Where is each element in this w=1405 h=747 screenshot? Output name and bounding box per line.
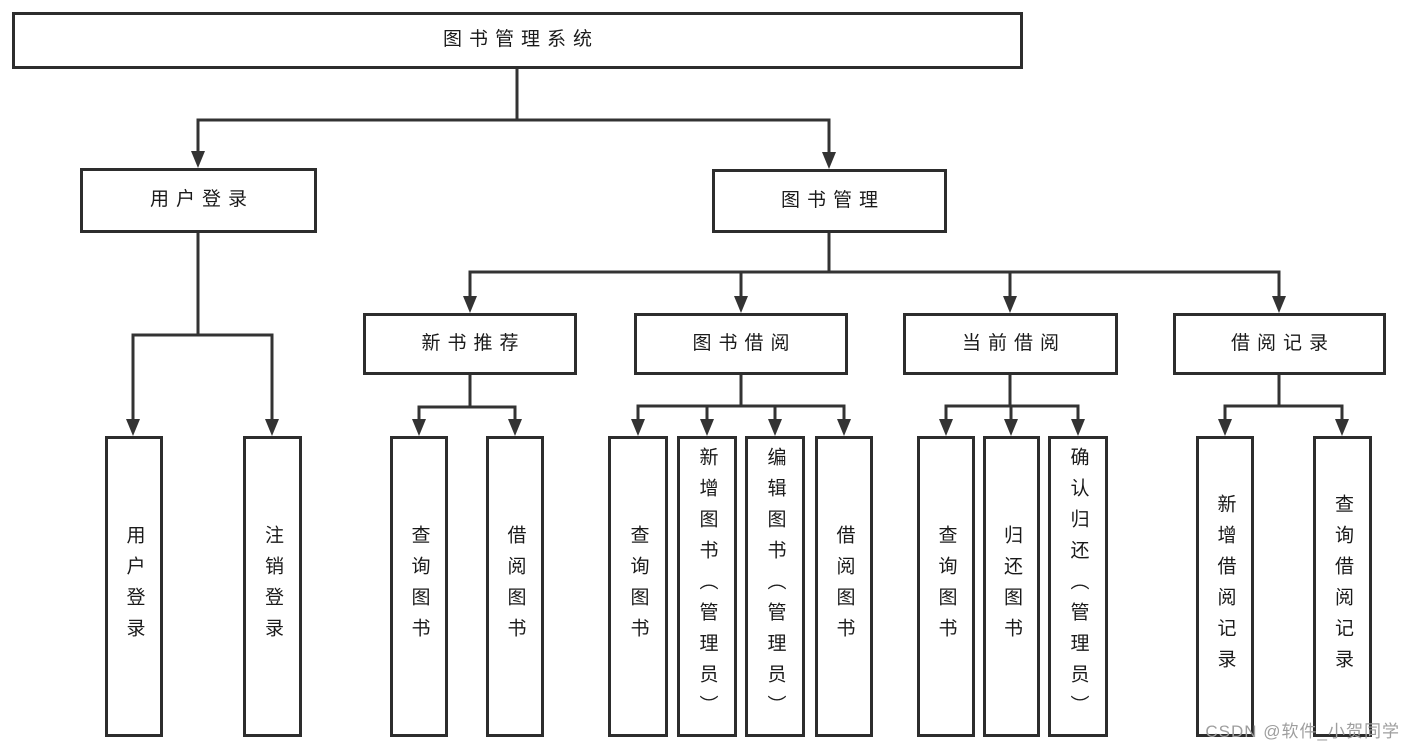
node-book-borrow: 图书借阅: [634, 313, 848, 375]
node-current-borrow: 当前借阅: [903, 313, 1118, 375]
leaf-borrow-books-label: 借阅图书: [833, 524, 855, 649]
leaf-borrow-books-recommend-label: 借阅图书: [504, 524, 526, 649]
node-book-management-label: 图书管理: [780, 189, 885, 211]
leaf-return-book-label: 归还图书: [1001, 524, 1022, 649]
leaf-user-login-label: 用户登录: [123, 524, 145, 649]
leaf-confirm-return-admin: 确认归还（管理员）: [1048, 436, 1108, 737]
node-new-book-recommend-label: 新书推荐: [421, 332, 526, 354]
leaf-query-borrow-record-label: 查询借阅记录: [1332, 493, 1353, 680]
node-book-borrow-label: 图书借阅: [692, 332, 797, 354]
node-new-book-recommend: 新书推荐: [363, 313, 577, 375]
leaf-add-borrow-record: 新增借阅记录: [1196, 436, 1254, 737]
leaf-logout: 注销登录: [243, 436, 302, 737]
leaf-query-books-current-label: 查询图书: [935, 524, 957, 649]
node-root-label: 图书管理系统: [442, 29, 599, 51]
leaf-logout-label: 注销登录: [262, 524, 283, 649]
leaf-add-book-admin: 新增图书（管理员）: [677, 436, 737, 737]
node-book-management: 图书管理: [712, 169, 947, 233]
node-borrow-record-label: 借阅记录: [1230, 332, 1335, 354]
node-borrow-record: 借阅记录: [1173, 313, 1386, 375]
leaf-add-borrow-record-label: 新增借阅记录: [1214, 493, 1236, 680]
leaf-query-books-borrow: 查询图书: [608, 436, 668, 737]
leaf-user-login: 用户登录: [105, 436, 163, 737]
leaf-query-books-recommend-label: 查询图书: [408, 524, 430, 649]
leaf-edit-book-admin-label: 编辑图书（管理员）: [764, 447, 786, 726]
leaf-edit-book-admin: 编辑图书（管理员）: [745, 436, 805, 737]
leaf-query-books-recommend: 查询图书: [390, 436, 448, 737]
leaf-confirm-return-admin-label: 确认归还（管理员）: [1067, 447, 1089, 726]
node-user-login-label: 用户登录: [149, 189, 254, 211]
leaf-query-books-current: 查询图书: [917, 436, 975, 737]
leaf-query-books-borrow-label: 查询图书: [627, 524, 649, 649]
node-user-login: 用户登录: [80, 168, 317, 233]
leaf-query-borrow-record: 查询借阅记录: [1313, 436, 1372, 737]
node-current-borrow-label: 当前借阅: [961, 332, 1066, 354]
leaf-add-book-admin-label: 新增图书（管理员）: [696, 447, 718, 726]
leaf-borrow-books: 借阅图书: [815, 436, 873, 737]
leaf-return-book: 归还图书: [983, 436, 1040, 737]
watermark-text: CSDN @软件_小贺同学: [1205, 722, 1400, 741]
leaf-borrow-books-recommend: 借阅图书: [486, 436, 544, 737]
node-root: 图书管理系统: [12, 12, 1023, 69]
